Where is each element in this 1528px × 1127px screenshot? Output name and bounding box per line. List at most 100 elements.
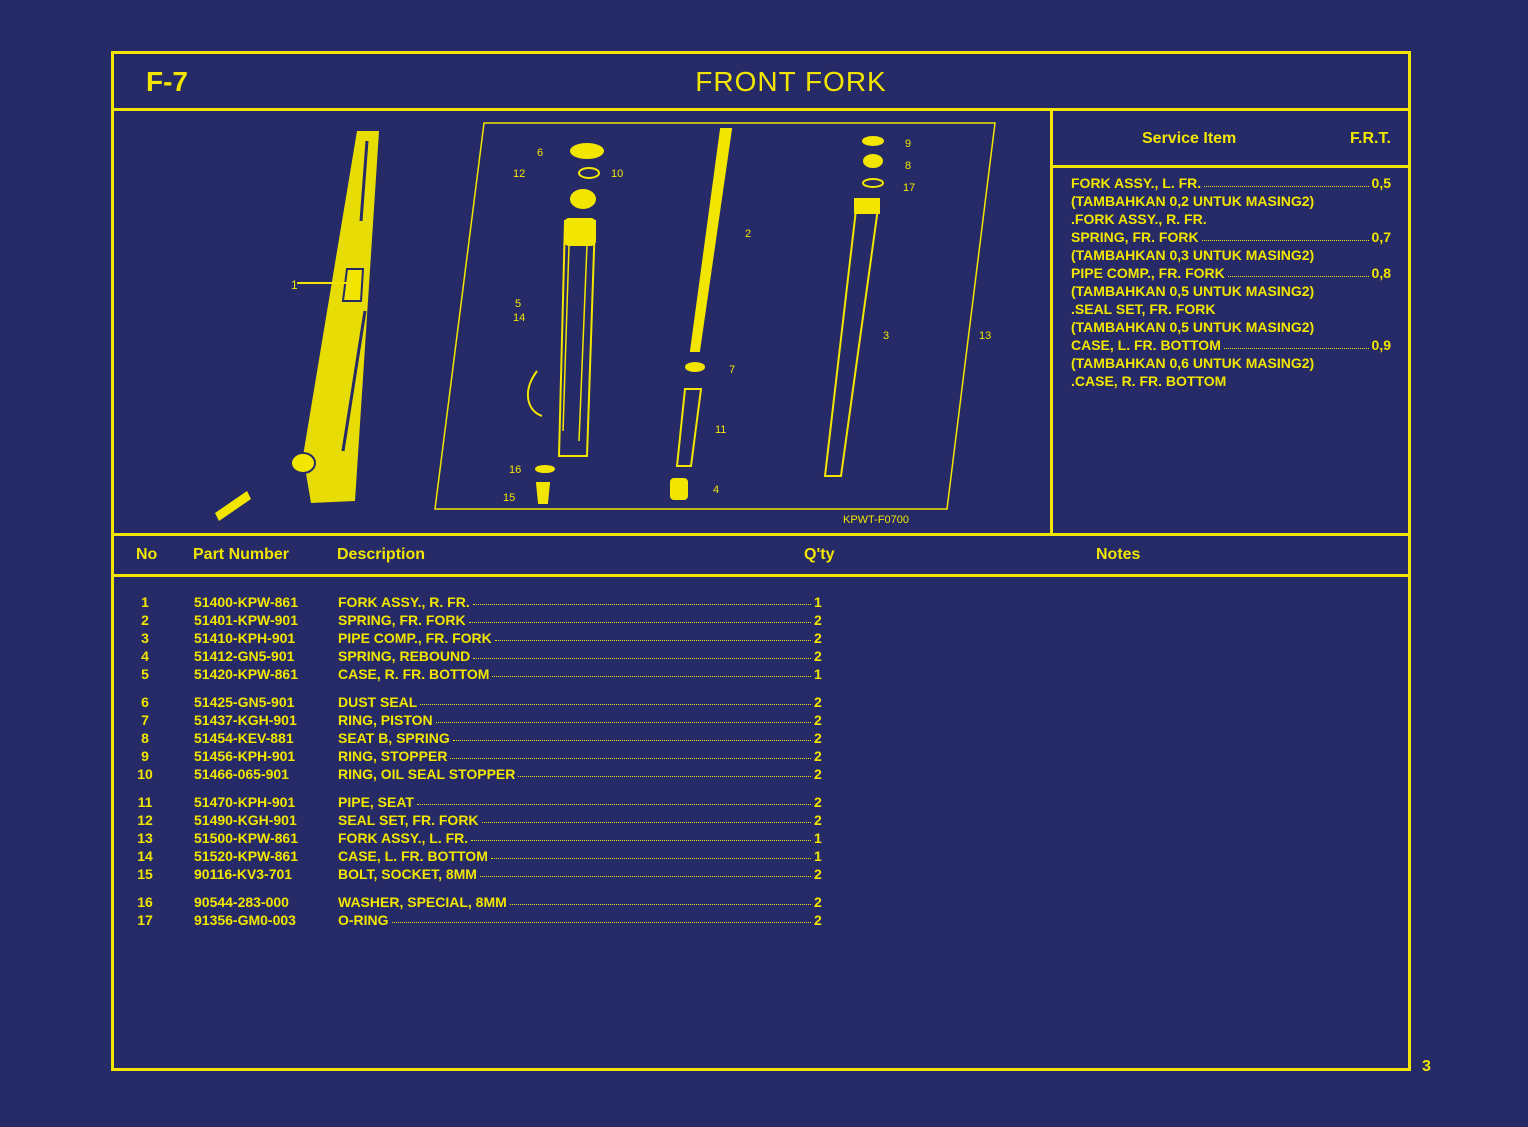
service-item-label: .CASE, R. FR. BOTTOM [1071, 373, 1227, 389]
front-fork-exploded-diagram: 1 6 10 12 5 14 16 15 [215, 122, 996, 526]
part-quantity: 2 [814, 748, 822, 764]
service-item-row: (TAMBAHKAN 0,6 UNTUK MASING2) [1071, 354, 1391, 372]
service-item-frt: 0,9 [1371, 337, 1391, 353]
leader-dots [391, 912, 811, 923]
service-item-label: .FORK ASSY., R. FR. [1071, 211, 1207, 227]
svg-text:9: 9 [905, 138, 911, 150]
part-quantity: 2 [814, 912, 822, 928]
diagram-divider [114, 533, 1408, 536]
col-part-number-header: Part Number [193, 546, 290, 563]
leader-dots [473, 648, 811, 659]
part-description: RING, STOPPER [338, 748, 448, 764]
part-number: 51456-KPH-901 [194, 748, 296, 764]
page-id: F-7 [146, 66, 188, 97]
col-qty-header: Q'ty [804, 546, 835, 563]
part-ref-number: 14 [137, 848, 153, 864]
part-quantity: 2 [814, 648, 822, 664]
part-description: O-RING [338, 912, 389, 928]
leader-dots [479, 866, 811, 877]
part-description: RING, PISTON [338, 712, 433, 728]
spring-part: 2 7 11 4 [670, 128, 751, 500]
service-item-label: (TAMBAHKAN 0,5 UNTUK MASING2) [1071, 283, 1315, 299]
part-description: PIPE COMP., FR. FORK [338, 630, 492, 646]
leader-dots [435, 712, 811, 723]
svg-text:10: 10 [611, 168, 623, 180]
part-description: PIPE, SEAT [338, 794, 414, 810]
part-ref-number: 15 [137, 866, 153, 882]
fork-pipe-part: 9 8 17 3 13 [823, 136, 991, 477]
svg-text:5: 5 [515, 298, 521, 310]
service-item-row: PIPE COMP., FR. FORK 0,8 [1071, 264, 1391, 282]
service-item-frt: 0,8 [1371, 265, 1391, 281]
part-number: 51466-065-901 [194, 766, 289, 782]
service-item-row: (TAMBAHKAN 0,5 UNTUK MASING2) [1071, 318, 1391, 336]
svg-text:2: 2 [745, 228, 751, 240]
part-description: SEAT B, SPRING [338, 730, 450, 746]
part-description: SPRING, REBOUND [338, 648, 471, 664]
part-ref-number: 16 [137, 894, 153, 910]
leader-dots [452, 730, 811, 741]
service-item-row: .FORK ASSY., R. FR. [1071, 210, 1391, 228]
leader-dots [490, 848, 811, 859]
leader-dots [509, 894, 811, 905]
part-ref-number: 17 [137, 912, 153, 928]
diagram-code: KPWT-F0700 [843, 514, 909, 526]
service-header-divider [1050, 165, 1408, 168]
part-ref-number: 13 [137, 830, 153, 846]
col-description-header: Description [337, 546, 426, 563]
catalog-page-frame: F-7 FRONT FORK 1 [111, 51, 1411, 1071]
table-row: 9 51456-KPH-901 RING, STOPPER 2 [134, 748, 834, 766]
leader-dots [492, 666, 811, 677]
leader-dots [481, 812, 811, 823]
col-notes-header: Notes [1096, 546, 1141, 563]
leader-dots [468, 612, 811, 623]
svg-text:14: 14 [513, 312, 525, 324]
service-item-label: CASE, L. FR. BOTTOM [1071, 337, 1221, 353]
service-item-row: CASE, L. FR. BOTTOM 0,9 [1071, 336, 1391, 354]
service-item-label: (TAMBAHKAN 0,2 UNTUK MASING2) [1071, 193, 1315, 209]
seal-set-parts: 6 10 12 5 14 16 15 [503, 143, 623, 504]
service-item-label: PIPE COMP., FR. FORK [1071, 265, 1225, 281]
part-number: 51400-KPW-861 [194, 594, 298, 610]
part-quantity: 2 [814, 766, 822, 782]
part-number: 51401-KPW-901 [194, 612, 298, 628]
part-number: 51420-KPW-861 [194, 666, 298, 682]
service-item-row: .CASE, R. FR. BOTTOM [1071, 372, 1391, 390]
part-quantity: 2 [814, 894, 822, 910]
leader-dots [471, 830, 811, 841]
part-number: 51425-GN5-901 [194, 694, 295, 710]
part-ref-number: 9 [141, 748, 149, 764]
service-item-list: FORK ASSY., L. FR.0,5(TAMBAHKAN 0,2 UNTU… [1071, 174, 1391, 390]
page-number: 3 [1422, 1058, 1431, 1075]
svg-text:16: 16 [509, 464, 521, 476]
table-header-divider [114, 574, 1408, 577]
diagram-service-divider [1050, 111, 1053, 535]
frt-header: F.R.T. [1350, 130, 1391, 147]
part-ref-number: 2 [141, 612, 149, 628]
part-ref-number: 6 [141, 694, 149, 710]
leader-dots [1227, 264, 1369, 277]
svg-text:3: 3 [883, 330, 889, 342]
part-ref-number: 1 [141, 594, 149, 610]
header-divider [114, 108, 1408, 111]
service-item-header: Service Item [1142, 130, 1237, 147]
leader-dots [416, 794, 811, 805]
part-quantity: 2 [814, 730, 822, 746]
part-quantity: 2 [814, 812, 822, 828]
part-description: FORK ASSY., L. FR. [338, 830, 469, 846]
svg-text:8: 8 [905, 160, 911, 172]
part-quantity: 1 [814, 666, 822, 682]
part-number: 51470-KPH-901 [194, 794, 296, 810]
leader-dots [420, 694, 811, 705]
